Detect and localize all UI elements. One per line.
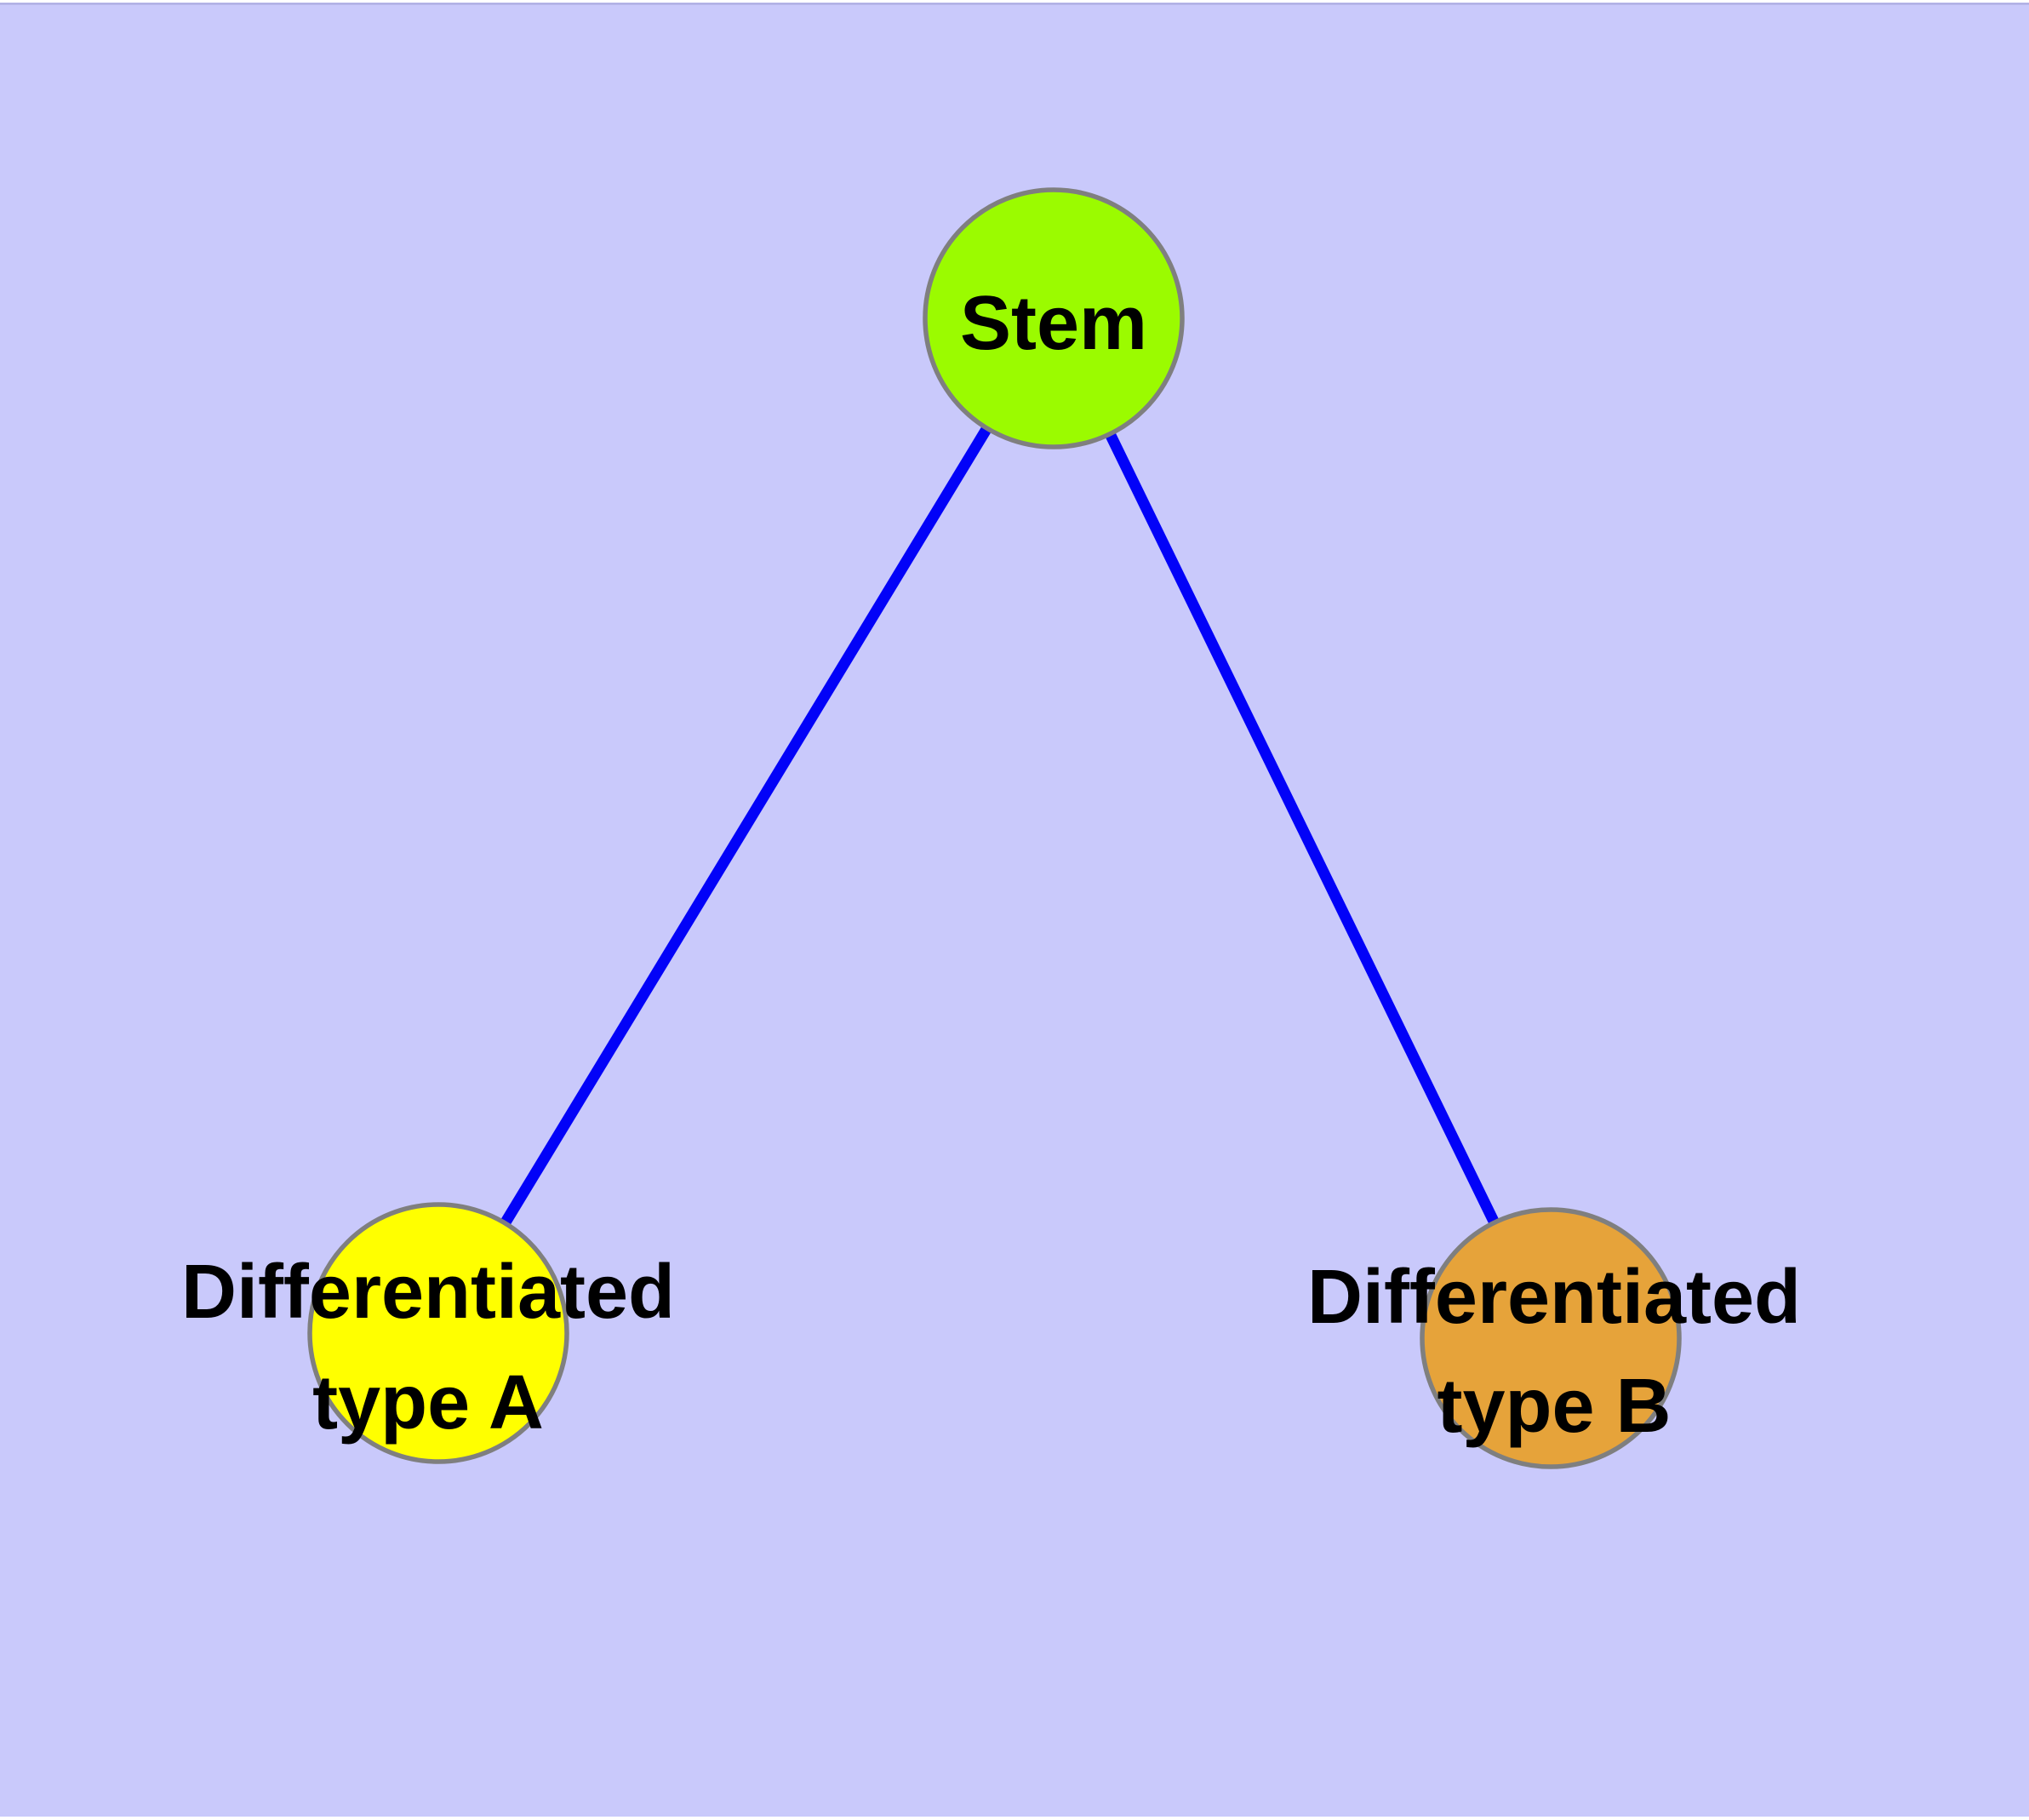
node-differentiated-type-a (307, 1202, 569, 1464)
edge-stem-to-type-a (433, 315, 1059, 1336)
node-type-b-label-line1: Differentiated (1307, 1255, 1801, 1340)
node-type-a-label-line1: Differentiated (181, 1250, 675, 1335)
node-type-b-label-line2: type B (1437, 1364, 1671, 1449)
node-type-a-label-line2: type A (312, 1360, 544, 1445)
node-stem (923, 187, 1185, 449)
node-stem-label: Stem (960, 281, 1147, 366)
edge-stem-to-type-b (1049, 316, 1556, 1341)
node-differentiated-type-b (1420, 1207, 1682, 1469)
